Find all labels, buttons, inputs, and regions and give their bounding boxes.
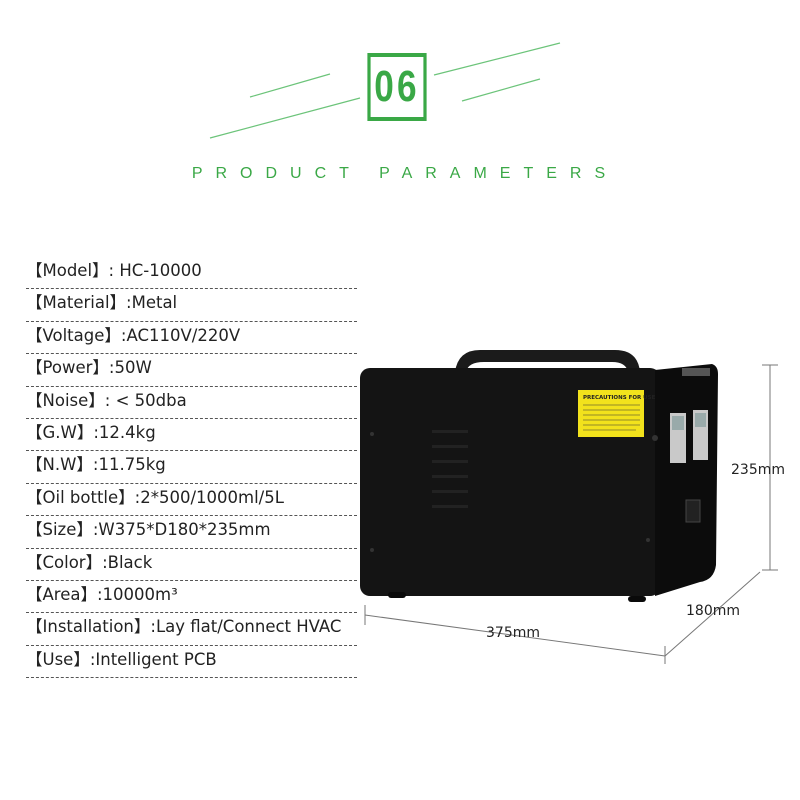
parameter-value: :AC110V/220V (120, 325, 241, 345)
parameter-row: 【Size】:W375*D180*235mm (26, 515, 357, 549)
parameter-label: 【Size】 (26, 520, 93, 540)
parameter-row: 【Area】:10000m³ (26, 580, 357, 614)
parameter-value: :10000m³ (96, 585, 178, 604)
parameter-value: :Black (102, 552, 153, 572)
parameter-label: 【Color】 (26, 552, 103, 572)
parameter-value: :11.75kg (92, 455, 166, 475)
warning-label-text: PRECAUTIONS FOR USE (583, 395, 656, 401)
warning-label (578, 390, 644, 437)
parameter-row: 【Model】: HC-10000 (26, 256, 357, 290)
parameter-row: 【Noise】: < 50dba (26, 386, 357, 419)
parameter-row: 【Oil bottle】:2*500/1000ml/5L (26, 483, 357, 517)
parameter-label: 【Oil bottle】 (26, 487, 135, 507)
parameter-value: :W375*D180*235mm (92, 520, 271, 540)
section-title: PRODUCT PARAMETERS (191, 165, 619, 182)
parameter-value: :2*500/1000ml/5L (134, 487, 284, 507)
parameter-label: 【Material】 (26, 293, 127, 313)
parameter-label: 【Use】 (26, 649, 90, 669)
parameter-row: 【Voltage】:AC110V/220V (26, 321, 357, 355)
parameter-row: 【G.W】:12.4kg (26, 418, 357, 452)
parameter-value: :12.4kg (93, 423, 156, 442)
parameter-label: 【Installation】 (26, 617, 151, 637)
parameter-row: 【Color】:Black (26, 548, 357, 581)
depth-dimension: 180mm (686, 603, 740, 619)
parameter-label: 【Voltage】 (26, 325, 121, 345)
foot (628, 596, 646, 602)
width-dimension: 375mm (486, 625, 540, 641)
parameter-value: : HC-10000 (108, 261, 202, 280)
product-body-side (655, 364, 718, 596)
parameter-label: 【G.W】 (26, 423, 94, 442)
parameter-value: :Intelligent PCB (89, 649, 217, 669)
parameter-value: : < 50dba (104, 390, 187, 410)
power-socket (685, 499, 701, 523)
parameter-row: 【Power】:50W (26, 353, 357, 387)
parameter-row: 【Material】:Metal (26, 288, 357, 322)
parameter-label: 【Power】 (26, 358, 109, 378)
parameter-value: :Metal (126, 293, 178, 313)
side-vent (682, 368, 710, 376)
parameter-value: :50W (108, 358, 152, 378)
parameter-label: 【N.W】 (26, 455, 93, 475)
height-dimension: 235mm (731, 462, 785, 478)
front-vents (432, 430, 468, 508)
parameter-row: 【Use】:Intelligent PCB (26, 645, 357, 679)
parameter-label: 【Model】 (26, 261, 109, 280)
dimension-lines (364, 364, 778, 664)
parameter-value: :Lay flat/Connect HVAC (150, 617, 342, 637)
foot (388, 592, 406, 598)
section-number-badge: 06 (367, 53, 427, 121)
parameter-label: 【Area】 (26, 585, 97, 604)
parameter-row: 【Installation】:Lay flat/Connect HVAC (26, 612, 357, 646)
parameter-label: 【Noise】 (26, 390, 105, 410)
parameter-row: 【N.W】:11.75kg (26, 450, 357, 484)
handle (455, 350, 640, 372)
